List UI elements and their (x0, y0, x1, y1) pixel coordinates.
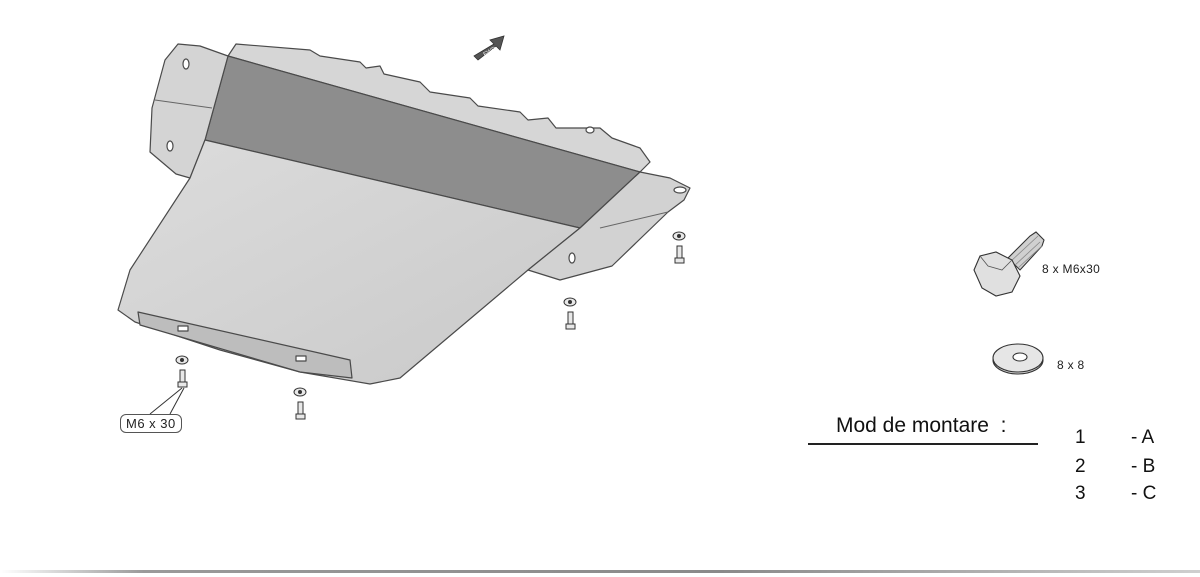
bolt-marker-4 (672, 231, 686, 264)
bolt-marker-1 (175, 355, 189, 388)
fwd-label: FWD (483, 46, 498, 58)
mounting-row-letter: - A (1131, 427, 1155, 448)
skid-plate (117, 43, 691, 385)
callout-leader (149, 387, 185, 415)
bolt-marker-2 (293, 387, 307, 420)
mounting-row-number: 3 (1075, 483, 1086, 504)
mounting-row-number: 2 (1075, 456, 1086, 477)
bolt-size-callout: M6 x 30 (120, 414, 182, 433)
mounting-row-letter: - B (1131, 456, 1156, 477)
bolt-icon (973, 231, 1045, 297)
washer-quantity-label: 8 x 8 (1057, 358, 1085, 372)
mounting-title-underline (808, 443, 1038, 445)
mounting-row-letter: - C (1131, 483, 1157, 504)
rear-flange (227, 43, 651, 173)
mounting-title: Mod de montare : (836, 414, 1007, 437)
forward-arrow-icon: FWD (473, 35, 505, 61)
mounting-row-number: 1 (1075, 427, 1086, 448)
washer-icon (992, 343, 1044, 375)
bolt-quantity-label: 8 x M6x30 (1042, 262, 1101, 276)
bolt-marker-3 (563, 297, 577, 330)
bottom-divider (0, 570, 1200, 573)
